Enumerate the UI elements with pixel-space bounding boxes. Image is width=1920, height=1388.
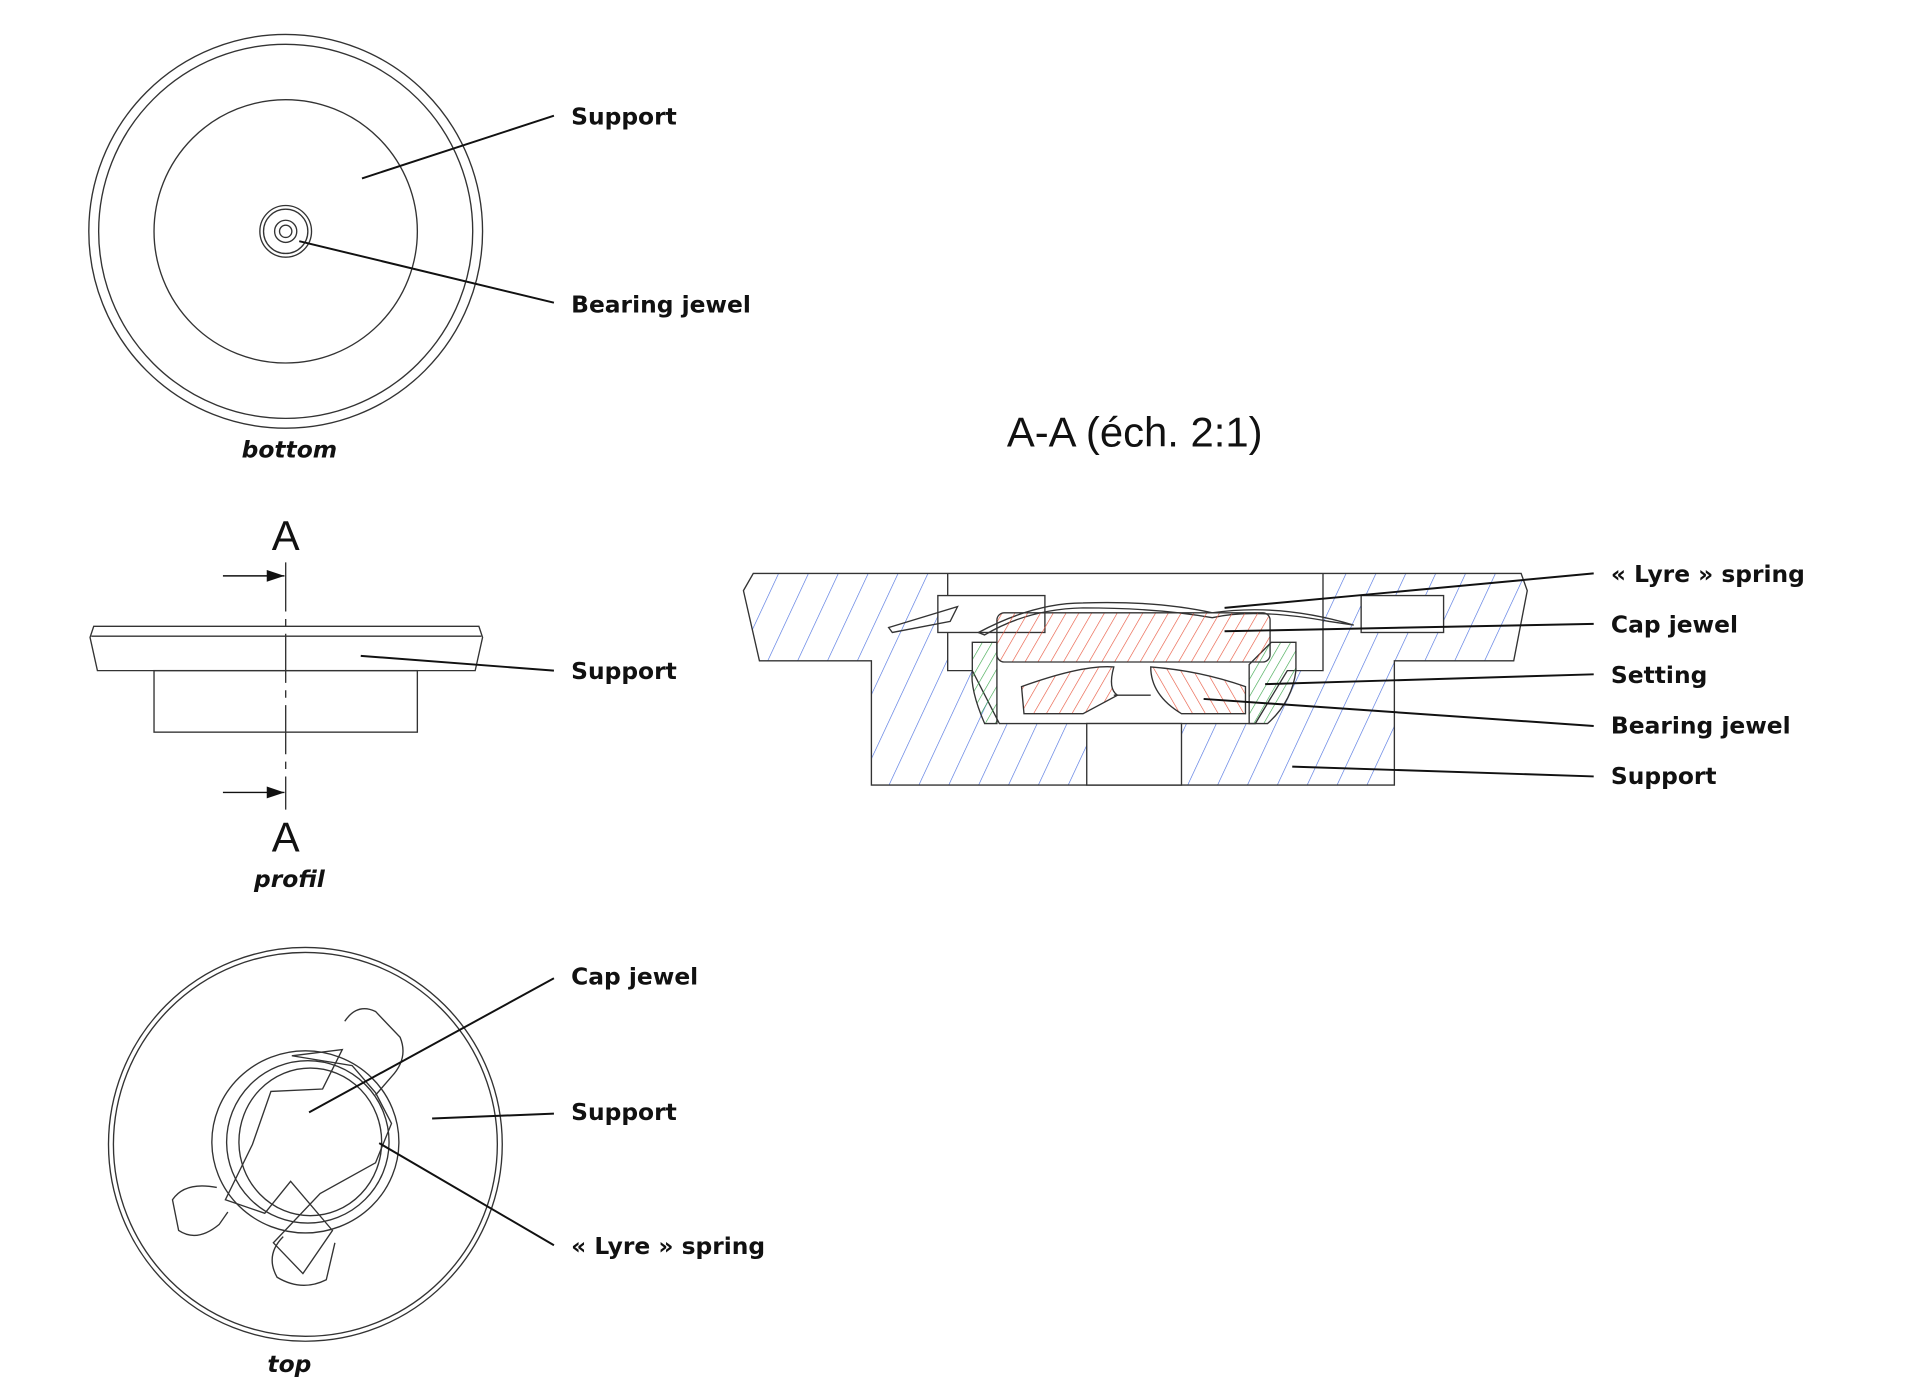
support-flange <box>89 625 484 672</box>
cap-jewel-inner <box>238 1067 383 1217</box>
bearing-jewel-ring <box>262 208 309 255</box>
leader-line <box>432 1112 554 1120</box>
lyre-spring-arm <box>171 1185 229 1237</box>
bearing-jewel-right <box>1150 666 1247 715</box>
label-support: Support <box>571 657 677 685</box>
label-setting: Setting <box>1611 661 1707 689</box>
section-mark-bottom: A <box>272 814 300 861</box>
leader-line <box>360 654 555 672</box>
lyre-spring-arm <box>271 1236 336 1286</box>
support-outer-rim-inner <box>97 43 474 420</box>
lyre-spring-arm <box>344 1008 404 1096</box>
leader-line <box>298 240 555 304</box>
support-outer-rim <box>88 33 484 429</box>
leader-line <box>1224 622 1594 633</box>
label-support: Support <box>571 1098 677 1126</box>
profile-view: A A Support profil <box>89 512 677 893</box>
leader-line <box>1292 765 1594 778</box>
section-title: A-A (éch. 2:1) <box>1007 409 1263 456</box>
cap-jewel <box>225 1060 390 1224</box>
leader-line <box>1203 697 1594 727</box>
bearing-jewel-pivot <box>278 224 293 239</box>
label-lyre-spring: « Lyre » spring <box>1611 560 1805 588</box>
lyre-spring <box>224 1048 393 1275</box>
cap-jewel-section <box>996 612 1271 663</box>
leader-line <box>1224 572 1594 609</box>
leader-line <box>378 1142 555 1247</box>
setting-ring <box>211 1050 400 1234</box>
bearing-jewel-hole <box>273 219 298 244</box>
lyre-spring-end <box>887 605 959 634</box>
view-caption-bottom: bottom <box>242 436 338 464</box>
lyre-spring-section <box>976 601 1354 636</box>
label-bearing-jewel: Bearing jewel <box>1611 711 1791 739</box>
bottom-view: Support Bearing jewel bottom <box>88 33 751 464</box>
label-bearing-jewel: Bearing jewel <box>571 291 751 319</box>
support-outer-rim-inner <box>112 951 499 1337</box>
label-lyre-spring: « Lyre » spring <box>571 1232 765 1260</box>
setting-left <box>971 641 998 725</box>
top-view: Cap jewel Support « Lyre » spring top <box>107 946 765 1378</box>
label-support: Support <box>1611 762 1717 790</box>
section-mark-top: A <box>272 512 300 559</box>
leader-line <box>361 114 555 180</box>
label-cap-jewel: Cap jewel <box>571 962 698 990</box>
label-cap-jewel: Cap jewel <box>1611 610 1738 638</box>
leader-line <box>308 977 555 1114</box>
bearing-jewel-outer <box>259 204 313 258</box>
support-step <box>153 98 419 364</box>
leader-line <box>1265 673 1594 686</box>
bearing-jewel-left <box>1020 666 1119 715</box>
view-caption-top: top <box>267 1350 311 1378</box>
support-outer-rim <box>107 946 503 1342</box>
label-support: Support <box>571 102 677 130</box>
view-caption-profil: profil <box>253 865 326 893</box>
section-view: A-A (éch. 2:1) « Lyre » spring Cap jewel… <box>742 409 1805 790</box>
support-bore <box>1086 722 1183 786</box>
